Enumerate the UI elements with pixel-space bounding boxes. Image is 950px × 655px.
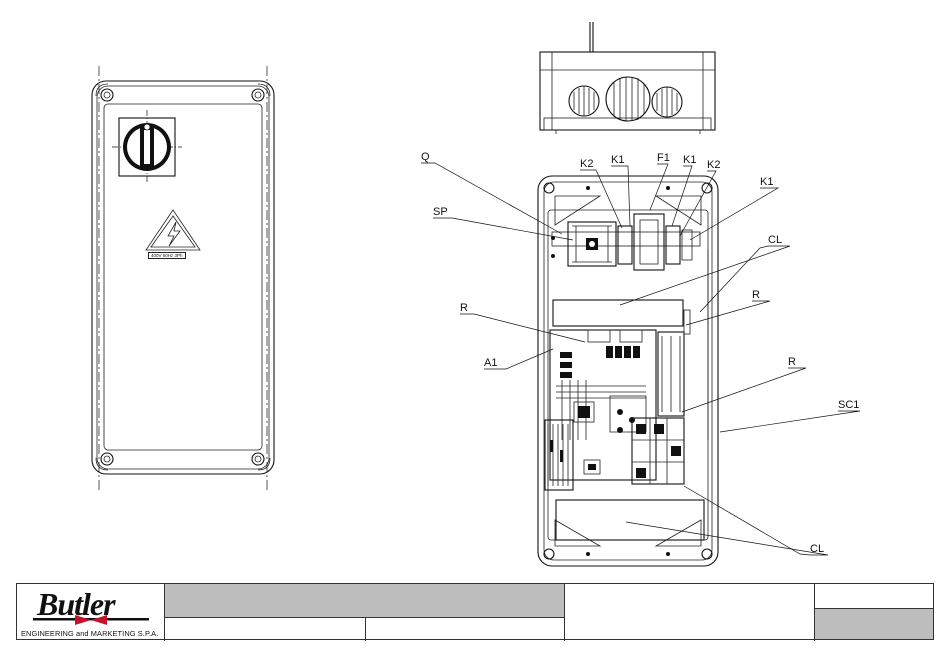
label-f1: F1 bbox=[657, 152, 670, 164]
relay-column bbox=[632, 310, 690, 484]
code-field-2 bbox=[366, 618, 565, 641]
label-k2-left: K2 bbox=[580, 158, 593, 170]
title-block: Butler ENGINEERING and MARKETING S.P.A. bbox=[16, 583, 934, 640]
cable-glands bbox=[569, 77, 682, 121]
main-switch-knob bbox=[112, 110, 182, 184]
label-r-left: R bbox=[460, 302, 468, 314]
label-r-upper: R bbox=[752, 289, 760, 301]
description-field bbox=[565, 584, 815, 641]
page-field bbox=[815, 609, 933, 639]
label-k1-right: K1 bbox=[760, 176, 773, 188]
voltage-plate: 400V 50Hz 3Ph bbox=[148, 252, 186, 259]
din-rail-components bbox=[551, 214, 700, 270]
label-q: Q bbox=[421, 151, 430, 163]
open-box-view bbox=[538, 176, 718, 566]
upper-cable-duct bbox=[553, 300, 683, 326]
brand-logo: Butler ENGINEERING and MARKETING S.P.A. bbox=[17, 584, 165, 641]
revision-field bbox=[815, 584, 933, 609]
warning-triangle-icon bbox=[146, 210, 200, 250]
lower-cable-duct bbox=[556, 500, 704, 540]
box-side-view bbox=[540, 22, 715, 134]
control-board-a1 bbox=[545, 330, 656, 490]
label-k1-left: K1 bbox=[611, 154, 624, 166]
label-sc1: SC1 bbox=[838, 399, 859, 411]
brand-subtitle: ENGINEERING and MARKETING S.P.A. bbox=[21, 629, 158, 638]
electrical-box-drawing: Q SP K2 K1 F1 K1 K2 K1 CL R R A1 R SC1 C… bbox=[0, 0, 950, 580]
corner-screws bbox=[96, 84, 270, 470]
label-r-right: R bbox=[788, 356, 796, 368]
callout-labels: Q SP K2 K1 F1 K1 K2 K1 CL R R A1 R SC1 C… bbox=[421, 151, 859, 555]
label-cl-lower: CL bbox=[810, 543, 824, 555]
title-field bbox=[165, 584, 565, 618]
front-cover-view bbox=[92, 66, 274, 492]
code-field-1 bbox=[165, 618, 366, 641]
label-k1-mid: K1 bbox=[683, 154, 696, 166]
label-a1: A1 bbox=[484, 357, 497, 369]
label-cl-upper: CL bbox=[768, 234, 782, 246]
label-sp: SP bbox=[433, 206, 448, 218]
label-k2-right: K2 bbox=[707, 159, 720, 171]
